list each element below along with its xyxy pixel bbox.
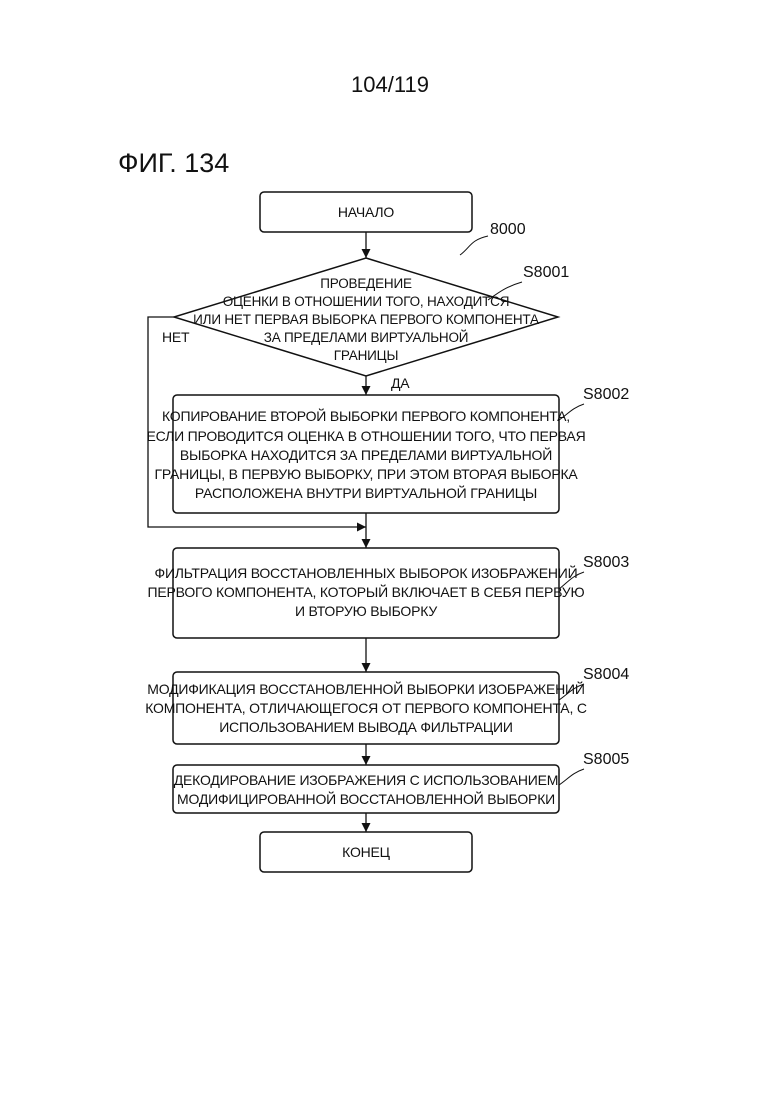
process-line: ВЫБОРКА НАХОДИТСЯ ЗА ПРЕДЕЛАМИ ВИРТУАЛЬН… [180, 446, 552, 463]
process-line: ДЕКОДИРОВАНИЕ ИЗОБРАЖЕНИЯ С ИСПОЛЬЗОВАНИ… [174, 772, 558, 788]
diagram-reference: 8000 [490, 221, 526, 238]
decision-text: ПРОВЕДЕНИЕ ОЦЕНКИ В ОТНОШЕНИИ ТОГО, НАХО… [193, 276, 539, 363]
step-label-s8004: S8004 [583, 666, 629, 683]
step-label-s8002: S8002 [583, 386, 629, 403]
decision-line: ИЛИ НЕТ ПЕРВАЯ ВЫБОРКА ПЕРВОГО КОМПОНЕНТ… [193, 312, 539, 327]
process-line: КОПИРОВАНИЕ ВТОРОЙ ВЫБОРКИ ПЕРВОГО КОМПО… [162, 407, 570, 424]
start-label: НАЧАЛО [338, 204, 395, 220]
diagram-reference-leader [460, 236, 488, 255]
process-line: МОДИФИКАЦИЯ ВОССТАНОВЛЕННОЙ ВЫБОРКИ ИЗОБ… [147, 680, 585, 697]
process-line: ИСПОЛЬЗОВАНИЕМ ВЫВОДА ФИЛЬТРАЦИИ [219, 719, 513, 735]
no-branch-label: НЕТ [162, 329, 190, 345]
figure-title: ФИГ. 134 [118, 148, 229, 178]
decision-line: ЗА ПРЕДЕЛАМИ ВИРТУАЛЬНОЙ [264, 330, 469, 345]
step-label-s8001: S8001 [523, 264, 569, 281]
process-line: И ВТОРУЮ ВЫБОРКУ [295, 603, 437, 619]
process-text-s8002: КОПИРОВАНИЕ ВТОРОЙ ВЫБОРКИ ПЕРВОГО КОМПО… [147, 407, 586, 501]
process-line: МОДИФИЦИРОВАННОЙ ВОССТАНОВЛЕННОЙ ВЫБОРКИ [177, 790, 555, 807]
decision-line: ОЦЕНКИ В ОТНОШЕНИИ ТОГО, НАХОДИТСЯ [223, 294, 510, 309]
step-label-s8005: S8005 [583, 751, 629, 768]
page-number: 104/119 [351, 72, 429, 97]
step-label-s8003: S8003 [583, 554, 629, 571]
step-leader-s8005 [559, 769, 584, 785]
process-line: РАСПОЛОЖЕНА ВНУТРИ ВИРТУАЛЬНОЙ ГРАНИЦЫ [195, 484, 537, 501]
yes-branch-label: ДА [391, 375, 410, 391]
process-line: ЕСЛИ ПРОВОДИТСЯ ОЦЕНКА В ОТНОШЕНИИ ТОГО,… [147, 428, 586, 444]
process-line: ГРАНИЦЫ, В ПЕРВУЮ ВЫБОРКУ, ПРИ ЭТОМ ВТОР… [154, 466, 578, 482]
decision-line: ПРОВЕДЕНИЕ [320, 276, 412, 291]
process-line: КОМПОНЕНТА, ОТЛИЧАЮЩЕГОСЯ ОТ ПЕРВОГО КОМ… [145, 700, 587, 716]
decision-line: ГРАНИЦЫ [334, 348, 398, 363]
process-line: ФИЛЬТРАЦИЯ ВОССТАНОВЛЕННЫХ ВЫБОРОК ИЗОБР… [155, 564, 578, 581]
process-line: ПЕРВОГО КОМПОНЕНТА, КОТОРЫЙ ВКЛЮЧАЕТ В С… [148, 583, 585, 600]
end-label: КОНЕЦ [342, 844, 391, 860]
